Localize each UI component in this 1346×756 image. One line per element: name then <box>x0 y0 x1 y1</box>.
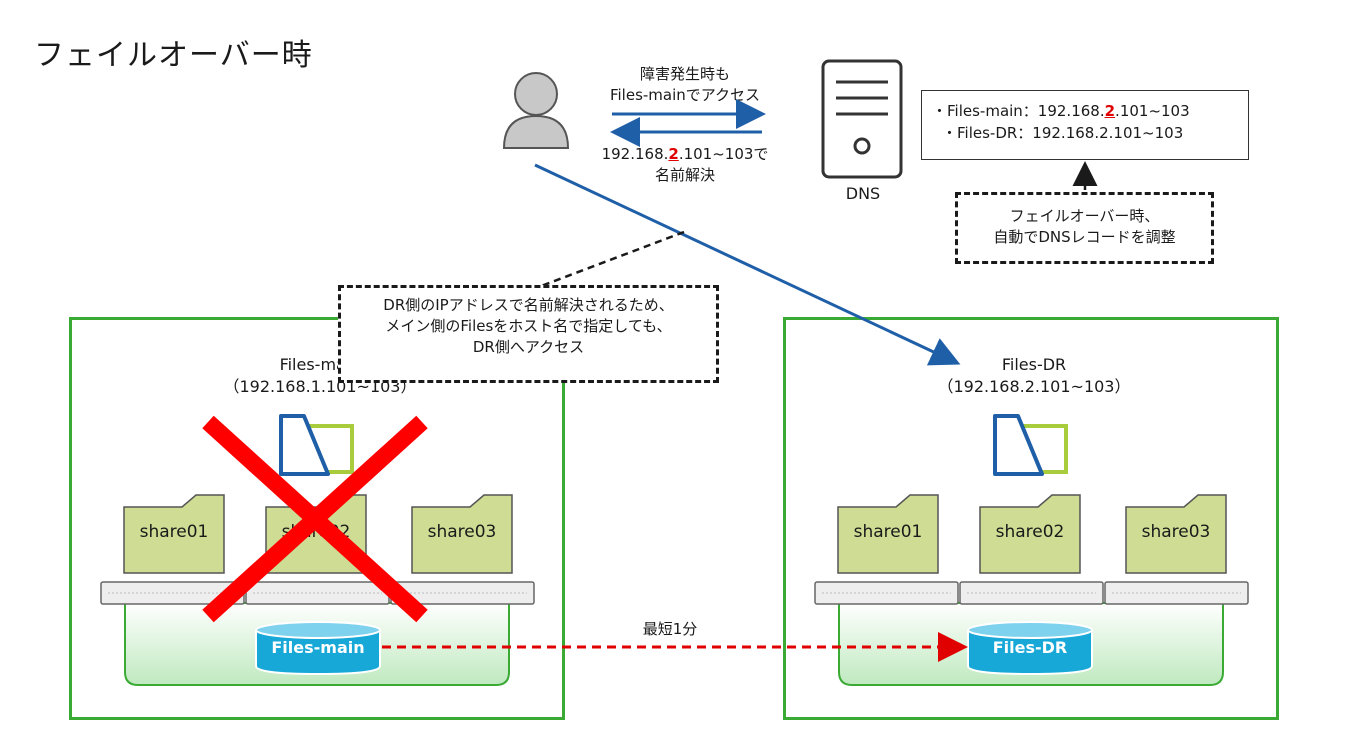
callout-line3: DR側へアクセス <box>472 338 585 356</box>
dr-database-label: Files-DR <box>992 638 1068 657</box>
user-icon <box>502 72 570 149</box>
callout-line2: メイン側のFilesをホスト名で指定しても、 <box>385 317 672 335</box>
dr-site-ip: （192.168.2.101~103） <box>937 377 1131 396</box>
request-line1: 障害発生時も <box>639 65 730 83</box>
callout-pointer <box>535 230 685 290</box>
main-database-icon <box>255 621 381 676</box>
request-text: 障害発生時も Files-mainでアクセス <box>580 64 790 106</box>
request-line2: Files-mainでアクセス <box>609 86 761 104</box>
folder-icon <box>411 494 513 574</box>
response-line2: 名前解決 <box>654 166 715 184</box>
share-label: share02 <box>995 522 1065 542</box>
dr-server-rack <box>814 581 1249 605</box>
replication-label: 最短1分 <box>642 620 698 638</box>
dns-note: フェイルオーバー時、 自動でDNSレコードを調整 <box>955 192 1214 264</box>
folder-icon <box>837 494 939 574</box>
main-server-rack <box>100 581 535 605</box>
dns-label: DNS <box>845 184 881 203</box>
files-logo-icon <box>279 414 354 476</box>
dr-site-name: Files-DR <box>1001 355 1067 374</box>
dns-record-main: ・Files-main：192.168.2.101~103 <box>932 102 1190 120</box>
share-label: share03 <box>1141 522 1211 542</box>
access-arrow <box>534 163 961 366</box>
dr-database-icon <box>967 621 1093 676</box>
share-label: share01 <box>139 522 209 542</box>
files-logo-icon <box>993 414 1068 476</box>
share-label: share01 <box>853 522 923 542</box>
page-title: フェイルオーバー時 <box>34 38 313 73</box>
share-label: share03 <box>427 522 497 542</box>
folder-icon <box>979 494 1081 574</box>
callout-line1: DR側のIPアドレスで名前解決されるため、 <box>383 296 674 314</box>
failure-cross-icon <box>202 415 428 623</box>
folder-icon <box>123 494 225 574</box>
main-database-label: Files-main <box>271 638 365 657</box>
dns-record-dr: ・Files-DR：192.168.2.101~103 <box>942 124 1184 142</box>
dns-server-icon <box>821 59 903 179</box>
dns-records: ・Files-main：192.168.2.101~103 ・Files-DR：… <box>921 90 1249 160</box>
folder-icon <box>1125 494 1227 574</box>
response-line1: 192.168.2.101~103で <box>601 145 769 163</box>
response-text: 192.168.2.101~103で 名前解決 <box>580 144 790 186</box>
callout-box: DR側のIPアドレスで名前解決されるため、 メイン側のFilesをホスト名で指定… <box>338 285 719 383</box>
dr-site-label: Files-DR （192.168.2.101~103） <box>834 354 1234 398</box>
